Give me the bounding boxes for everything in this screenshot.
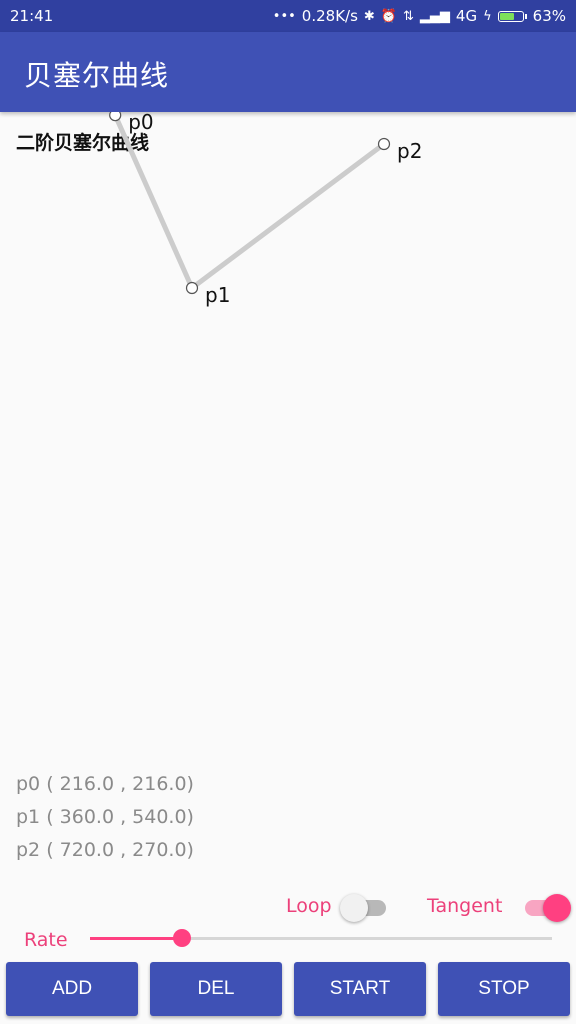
add-button[interactable]: ADD <box>6 962 138 1016</box>
control-point-p2[interactable] <box>377 137 391 151</box>
coordinates-panel: p0 ( 216.0 , 216.0) p1 ( 360.0 , 540.0) … <box>16 768 194 867</box>
button-row: ADD DEL START STOP <box>6 962 570 1016</box>
network-type: 4G <box>455 7 478 25</box>
tangent-switch-thumb <box>543 894 571 922</box>
status-time: 21:41 <box>10 7 54 25</box>
control-point-p0[interactable] <box>109 112 122 122</box>
alarm-icon: ⏰ <box>380 8 397 24</box>
control-line <box>112 112 195 291</box>
del-button[interactable]: DEL <box>150 962 282 1016</box>
point-label-p0: p0 <box>128 112 153 134</box>
rate-slider[interactable] <box>90 928 552 948</box>
point-label-p2: p2 <box>397 139 422 163</box>
battery-icon <box>497 10 524 22</box>
control-line <box>189 141 387 291</box>
network-speed: 0.28K/s <box>301 7 358 25</box>
coord-p0: p0 ( 216.0 , 216.0) <box>16 773 194 795</box>
battery-percent: 63% <box>532 7 566 25</box>
bezier-canvas[interactable]: p0 p1 p2 <box>0 112 576 752</box>
tangent-switch[interactable] <box>521 892 571 922</box>
loop-switch-thumb <box>340 894 368 922</box>
rate-label: Rate <box>24 929 68 951</box>
section-title: 二阶贝塞尔曲线 <box>16 132 150 154</box>
loop-switch[interactable] <box>340 892 390 922</box>
battery-tip <box>524 13 527 19</box>
signal-icon: ▂▄▆ <box>419 8 450 24</box>
app-bar: 贝塞尔曲线 <box>0 32 576 112</box>
loop-label: Loop <box>286 895 332 917</box>
more-dots-icon: ••• <box>272 8 296 24</box>
rate-slider-fill <box>90 937 183 940</box>
control-point-p1[interactable] <box>185 281 199 295</box>
point-label-p1: p1 <box>205 283 230 307</box>
charging-icon: ϟ <box>483 8 492 24</box>
status-icons: ••• 0.28K/s ✱ ⏰ ⇅ ▂▄▆ 4G ϟ 63% <box>273 7 566 25</box>
app-title: 贝塞尔曲线 <box>24 59 170 92</box>
tangent-label: Tangent <box>427 895 503 917</box>
coord-p1: p1 ( 360.0 , 540.0) <box>16 806 194 828</box>
status-bar: 21:41 ••• 0.28K/s ✱ ⏰ ⇅ ▂▄▆ 4G ϟ 63% <box>0 0 576 32</box>
bluetooth-icon: ✱ <box>363 8 375 24</box>
start-button[interactable]: START <box>294 962 426 1016</box>
rate-slider-thumb[interactable] <box>173 929 192 947</box>
stop-button[interactable]: STOP <box>438 962 570 1016</box>
rate-slider-rail <box>90 937 552 940</box>
coord-p2: p2 ( 720.0 , 270.0) <box>16 839 194 861</box>
data-arrows-icon: ⇅ <box>403 8 414 24</box>
